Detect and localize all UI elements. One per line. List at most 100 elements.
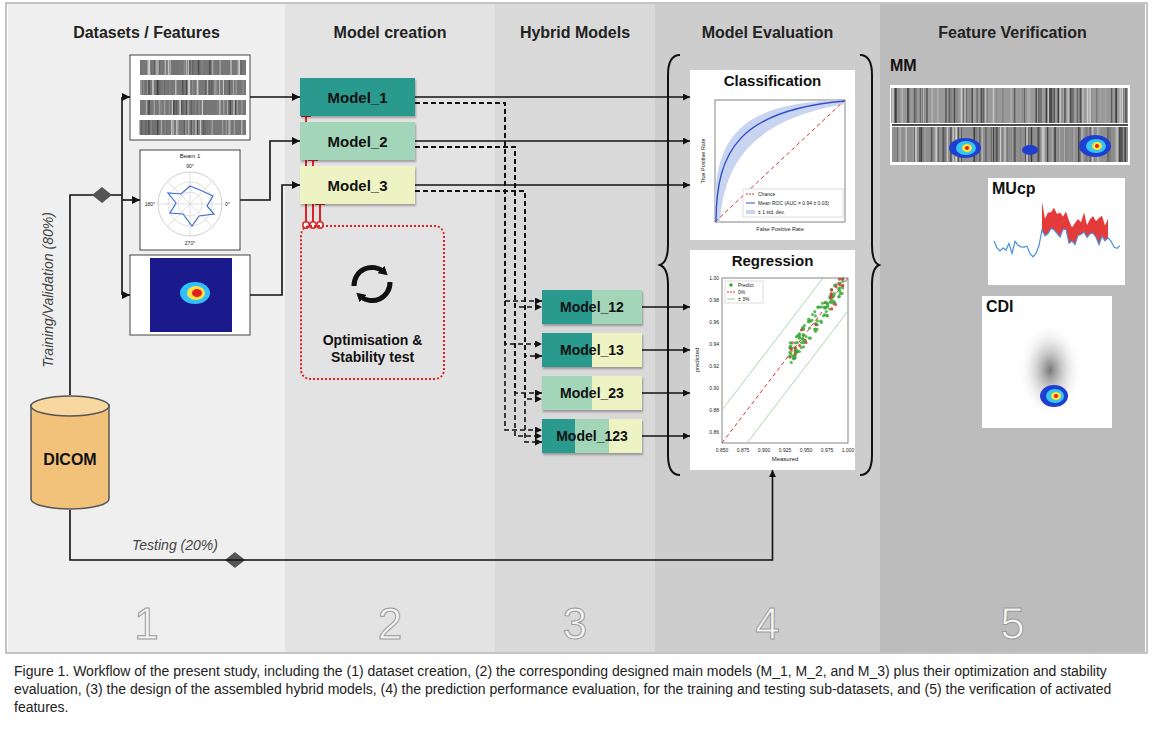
figure-stroke — [195, 80, 196, 95]
figure-stroke — [192, 120, 193, 135]
plot-text: 0% — [738, 290, 745, 295]
figure-stroke — [206, 80, 207, 95]
figure-stroke — [942, 127, 944, 162]
figure-stroke — [897, 127, 899, 162]
figure-stroke — [169, 80, 170, 95]
figure-stroke — [802, 345, 805, 348]
figure-stroke — [1000, 127, 1002, 162]
figure-stroke — [914, 127, 916, 162]
figure-stroke — [191, 60, 192, 75]
figure-stroke — [1105, 88, 1107, 123]
figure-stroke — [947, 127, 949, 162]
figure-stroke — [833, 292, 836, 295]
node-label: CDI — [986, 298, 1014, 316]
figure-stroke — [195, 100, 196, 115]
figure-stroke — [181, 100, 182, 115]
figure-stroke — [1038, 88, 1040, 123]
figure-stroke — [898, 127, 900, 162]
figure-stroke — [197, 80, 198, 95]
figure-stroke — [715, 100, 845, 222]
figure-stroke — [180, 282, 210, 304]
figure-stroke — [152, 60, 153, 75]
figure-stroke — [158, 172, 222, 236]
stage-band: Feature Verification5MMMUcpCDI — [880, 4, 1145, 652]
figure-stroke — [966, 88, 968, 123]
figure-stroke — [985, 127, 987, 162]
figure-stroke — [172, 100, 173, 115]
figure-stroke — [826, 314, 829, 317]
figure-stroke — [860, 55, 879, 475]
figure-stroke — [814, 328, 817, 331]
figure-stroke — [174, 100, 175, 115]
figure-stroke — [149, 120, 150, 135]
figure-stroke — [830, 292, 833, 295]
plot-text: predicted — [694, 348, 700, 373]
figure-stroke — [1054, 127, 1056, 162]
figure-stroke — [168, 186, 214, 226]
figure-stroke — [241, 100, 242, 115]
figure-stroke — [1096, 88, 1098, 123]
figure-stroke — [195, 120, 196, 135]
figure-stroke — [809, 337, 812, 340]
figure-stroke — [196, 100, 197, 115]
figure-stroke — [1047, 127, 1049, 162]
figure-stroke — [948, 88, 950, 123]
stage-heading: Feature Verification — [938, 24, 1087, 42]
figure-stroke — [898, 88, 900, 123]
figure-stroke — [803, 324, 806, 327]
figure-stroke — [1028, 127, 1030, 162]
mucp-plot — [988, 178, 1125, 285]
figure-stroke — [892, 124, 1128, 126]
figure-stroke — [913, 88, 915, 123]
figure-stroke — [912, 127, 914, 162]
database-cylinder: DICOM — [30, 395, 110, 510]
figure-stroke — [944, 127, 946, 162]
figure-stroke — [821, 302, 824, 305]
flow-arrow — [415, 96, 690, 98]
figure-stroke — [920, 88, 922, 123]
hybrid-model-box: Model_12 — [542, 290, 642, 324]
figure-stroke — [1072, 88, 1074, 123]
figure-stroke — [800, 341, 803, 344]
plot-text: 0° — [225, 202, 230, 207]
figure-stroke — [789, 341, 792, 344]
hybrid-model-box: Model_23 — [542, 376, 642, 410]
figure-stroke — [215, 80, 216, 95]
figure-stroke — [169, 100, 170, 115]
figure-stroke — [157, 120, 158, 135]
figure-stroke — [938, 127, 940, 162]
figure-stroke — [811, 313, 814, 316]
figure-stroke — [165, 60, 166, 75]
figure-stroke — [1012, 127, 1014, 162]
figure-stroke — [915, 127, 917, 162]
figure-stroke — [153, 100, 154, 115]
figure-stroke — [1040, 385, 1068, 407]
figure-stroke — [1023, 88, 1025, 123]
figure-stroke — [961, 88, 963, 123]
figure-stroke — [360, 282, 390, 301]
figure-stroke — [170, 60, 171, 75]
evaluation-panel: Classification — [690, 70, 855, 240]
figure-stroke — [233, 80, 234, 95]
figure-stroke — [237, 100, 238, 115]
figure-stroke — [1022, 88, 1024, 123]
plot-text: 1.00 — [709, 276, 719, 281]
stage-heading: Hybrid Models — [520, 24, 630, 42]
figure-stroke — [204, 100, 205, 115]
figure-stroke — [218, 60, 219, 75]
figure-stroke — [148, 80, 149, 95]
figure-stroke — [146, 80, 147, 95]
figure-stroke — [1010, 88, 1012, 123]
stage-heading: Model creation — [334, 24, 447, 42]
figure-stroke — [205, 120, 206, 135]
flow-lines — [70, 97, 300, 395]
figure-stroke — [1121, 127, 1123, 162]
figure-stroke — [192, 60, 193, 75]
figure-stroke — [285, 4, 495, 652]
plot-text: 0.850 — [716, 448, 729, 453]
figure-stroke — [1090, 88, 1092, 123]
figure-stroke — [209, 60, 210, 75]
plot-text: 180° — [145, 202, 155, 207]
figure-stroke — [956, 141, 976, 155]
figure-stroke — [985, 88, 987, 123]
